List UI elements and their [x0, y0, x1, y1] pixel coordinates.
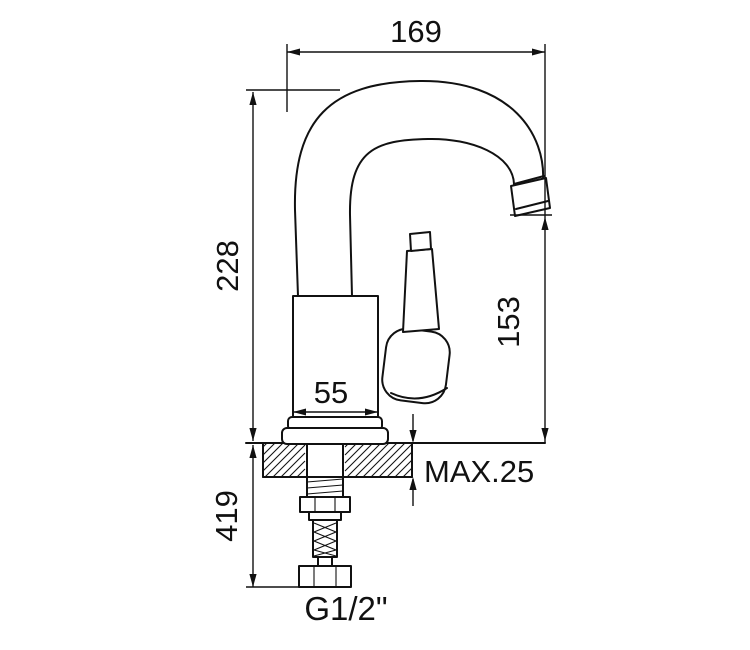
handle-lever: [402, 231, 440, 333]
dim-outlet-height: 153: [491, 214, 552, 441]
under-counter-assembly: [298, 443, 352, 588]
countertop-hatch-right: [344, 442, 413, 478]
spout-aerator: [510, 177, 551, 217]
dim-max-thickness-label: MAX.25: [424, 454, 534, 489]
hose-connector-nut: [298, 565, 352, 588]
dim-body-width: 55: [293, 375, 378, 416]
gooseneck-spout: [293, 79, 551, 297]
mounting-nut: [299, 496, 351, 513]
threaded-shank: [306, 443, 344, 499]
faucet-body: [292, 295, 379, 419]
faucet-drawing: [281, 79, 551, 445]
countertop-hatch-left: [262, 442, 306, 478]
handle-joint: [381, 327, 451, 405]
dim-body-width-label: 55: [314, 375, 348, 410]
washer: [308, 511, 342, 521]
handle-cap: [409, 231, 432, 252]
countertop-section: [245, 442, 546, 478]
dim-total-height-label: 228: [210, 240, 245, 292]
base-flange: [281, 416, 389, 445]
dim-supply-length-label: 419: [209, 490, 244, 542]
thread-size-label: G1/2": [304, 590, 387, 627]
dim-total-height: 228: [210, 89, 340, 441]
dim-spout-reach-label: 169: [390, 14, 442, 49]
supply-hose: [312, 519, 338, 558]
dim-supply-length: 419: [209, 445, 299, 588]
hose-tube: [317, 556, 333, 567]
dim-max-thickness: MAX.25: [409, 414, 534, 506]
dim-outlet-height-label: 153: [491, 296, 526, 348]
dim-spout-reach: 169: [286, 14, 546, 443]
